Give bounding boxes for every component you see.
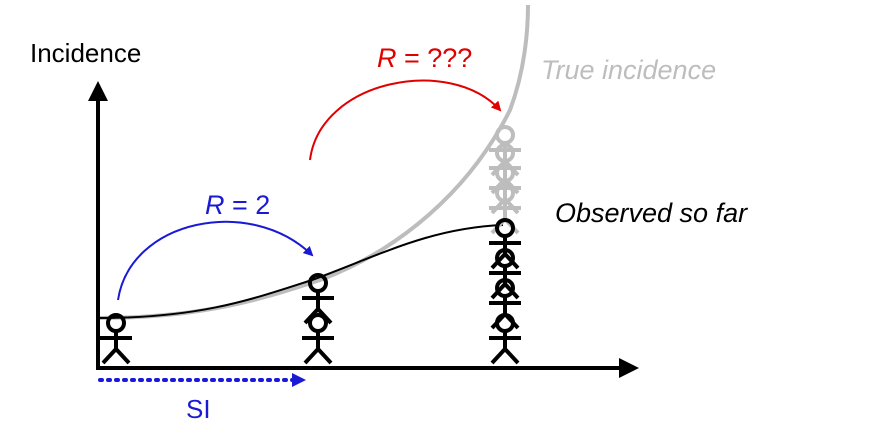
stick-figure-icon [98, 313, 134, 365]
serial-interval-arrowhead [292, 373, 306, 387]
stick-figure-icon [487, 278, 523, 330]
y-axis-label: Incidence [30, 38, 141, 68]
stick-figure-icon [487, 218, 523, 270]
r-unknown-label: R = ??? [377, 43, 472, 73]
r-two-value: = 2 [225, 190, 271, 220]
true-incidence-label: True incidence [541, 55, 716, 85]
r-two-arrow [117, 220, 314, 301]
observed-label: Observed so far [555, 198, 748, 228]
r-unknown-var: R [377, 43, 397, 73]
r-two-var: R [205, 190, 225, 220]
r-two-label: R = 2 [205, 190, 270, 220]
serial-interval-label: SI [186, 394, 211, 424]
stick-figure-icon [487, 248, 523, 300]
stick-figure-icon [487, 313, 523, 365]
r-unknown-arrow [309, 79, 502, 161]
r-unknown-value: = ??? [397, 43, 473, 73]
